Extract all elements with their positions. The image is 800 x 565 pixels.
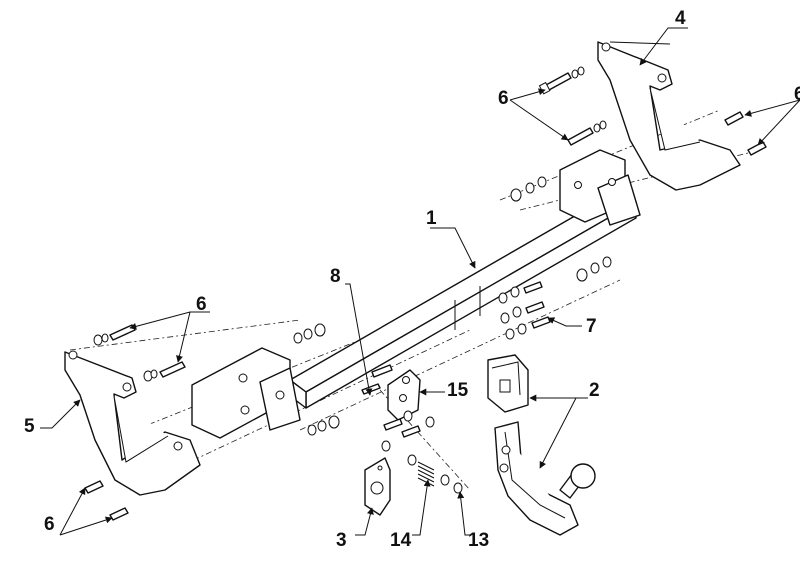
callout-2: 2 (589, 380, 600, 401)
callout-6-left: 6 (196, 294, 207, 315)
left-end-plate (191, 347, 301, 439)
leader-lines (40, 27, 800, 536)
callout-6-bottom: 6 (44, 514, 55, 535)
towball-neck (494, 421, 596, 536)
socket-bracket (364, 457, 391, 516)
callout-6-right: 6 (794, 84, 800, 105)
spring (417, 461, 435, 487)
center-bracket-plate (387, 369, 421, 421)
right-side-bracket (597, 41, 741, 191)
towball-receiver (487, 354, 529, 413)
callout-6-top: 6 (498, 88, 509, 109)
callout-1: 1 (426, 208, 437, 229)
callout-8: 8 (330, 266, 341, 287)
fasteners (84, 66, 767, 521)
callout-7: 7 (586, 316, 597, 337)
right-end-plate (559, 149, 641, 226)
callout-15: 15 (447, 380, 469, 401)
main-crossbeam (289, 189, 637, 409)
callout-5: 5 (24, 416, 35, 437)
left-side-bracket (64, 350, 201, 496)
callout-4: 4 (675, 8, 686, 29)
callout-labels: 1 2 3 4 5 6 6 6 6 7 8 13 14 15 (24, 8, 800, 551)
callout-14: 14 (390, 530, 412, 551)
callout-3: 3 (336, 530, 347, 551)
callout-13: 13 (468, 530, 489, 551)
